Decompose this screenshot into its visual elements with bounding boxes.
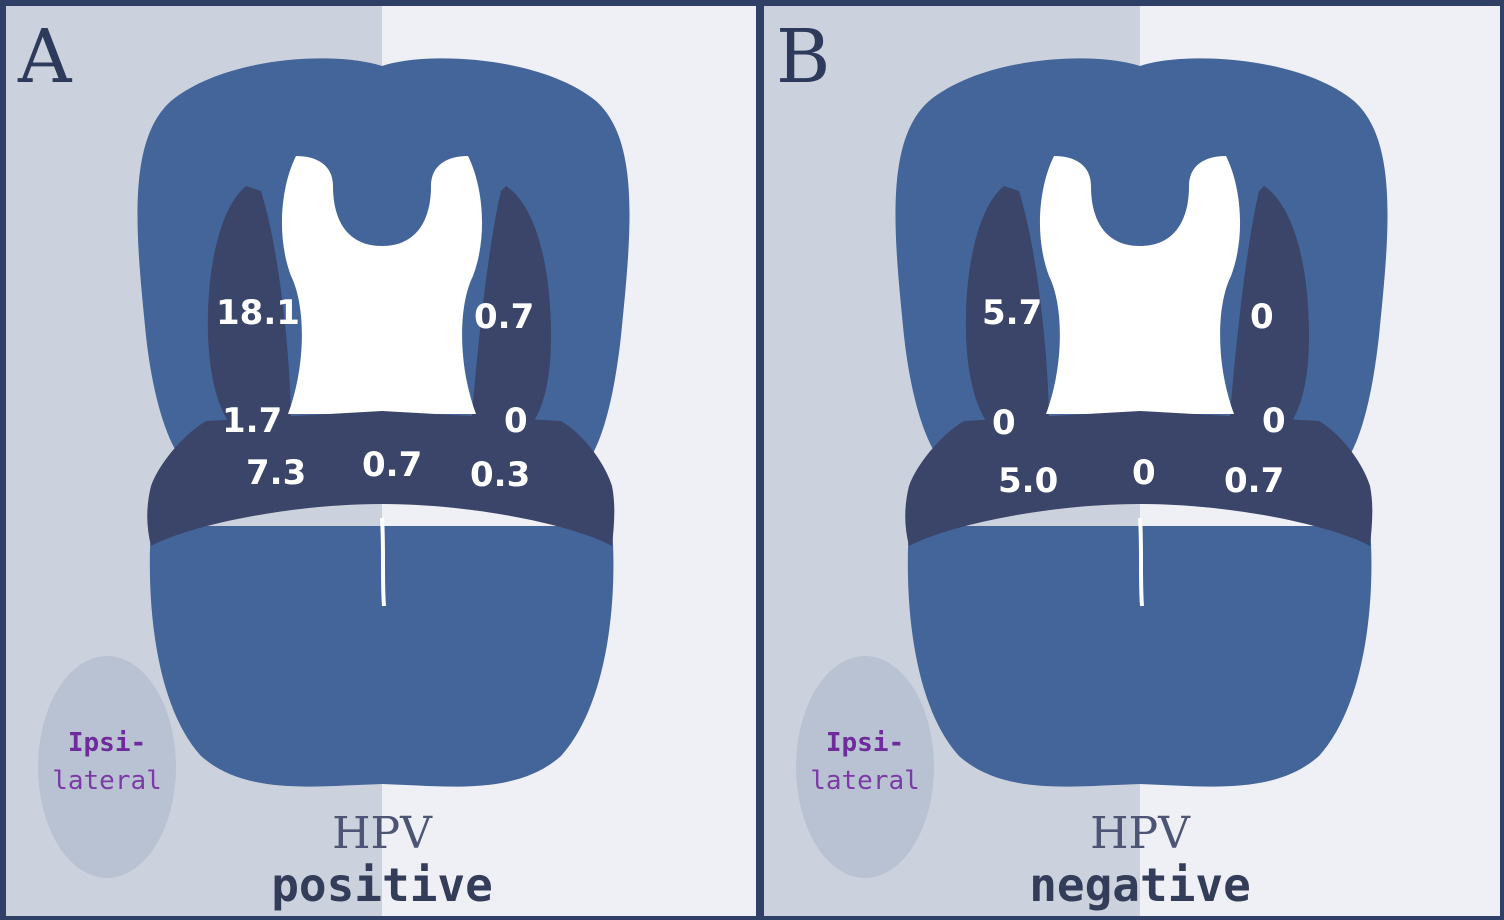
value-tonsil-contra: 0.7 xyxy=(474,297,534,337)
hpv-status-label: negative xyxy=(940,858,1340,912)
value-glossotonsillar-contra: 0 xyxy=(504,401,528,441)
ipsilateral-label-line2: lateral xyxy=(38,766,176,796)
value-glossotonsillar-ipsi: 0 xyxy=(992,403,1016,443)
hpv-label: HPV xyxy=(940,808,1340,859)
ipsilateral-label-line1: Ipsi- xyxy=(796,728,934,758)
value-glossotonsillar-ipsi: 1.7 xyxy=(222,401,282,441)
ipsilateral-legend: Ipsi- lateral xyxy=(38,656,176,878)
ipsilateral-legend: Ipsi- lateral xyxy=(796,656,934,878)
value-base-contra: 0.7 xyxy=(1224,461,1284,501)
value-base-ipsi: 7.3 xyxy=(246,453,306,493)
tongue-groove xyxy=(1140,518,1142,606)
value-base-mid: 0 xyxy=(1132,453,1156,493)
value-glossotonsillar-contra: 0 xyxy=(1262,401,1286,441)
hpv-status-label: positive xyxy=(182,858,582,912)
value-tonsil-ipsi: 5.7 xyxy=(982,293,1042,333)
value-tonsil-contra: 0 xyxy=(1250,297,1274,337)
value-base-mid: 0.7 xyxy=(362,445,422,485)
value-base-contra: 0.3 xyxy=(470,455,530,495)
value-tonsil-ipsi: 18.1 xyxy=(216,293,300,333)
hpv-label: HPV xyxy=(182,808,582,859)
ipsilateral-label-line2: lateral xyxy=(796,766,934,796)
ipsilateral-label-line1: Ipsi- xyxy=(38,728,176,758)
panel-a: A 18.1 0.7 1.7 0 7.3 0.7 0.3 Ipsi- later… xyxy=(6,6,756,916)
tongue-groove xyxy=(382,518,384,606)
panel-b: B 5.7 0 0 0 5.0 0 0.7 Ipsi- lateral HPV … xyxy=(764,6,1500,916)
value-base-ipsi: 5.0 xyxy=(998,461,1058,501)
